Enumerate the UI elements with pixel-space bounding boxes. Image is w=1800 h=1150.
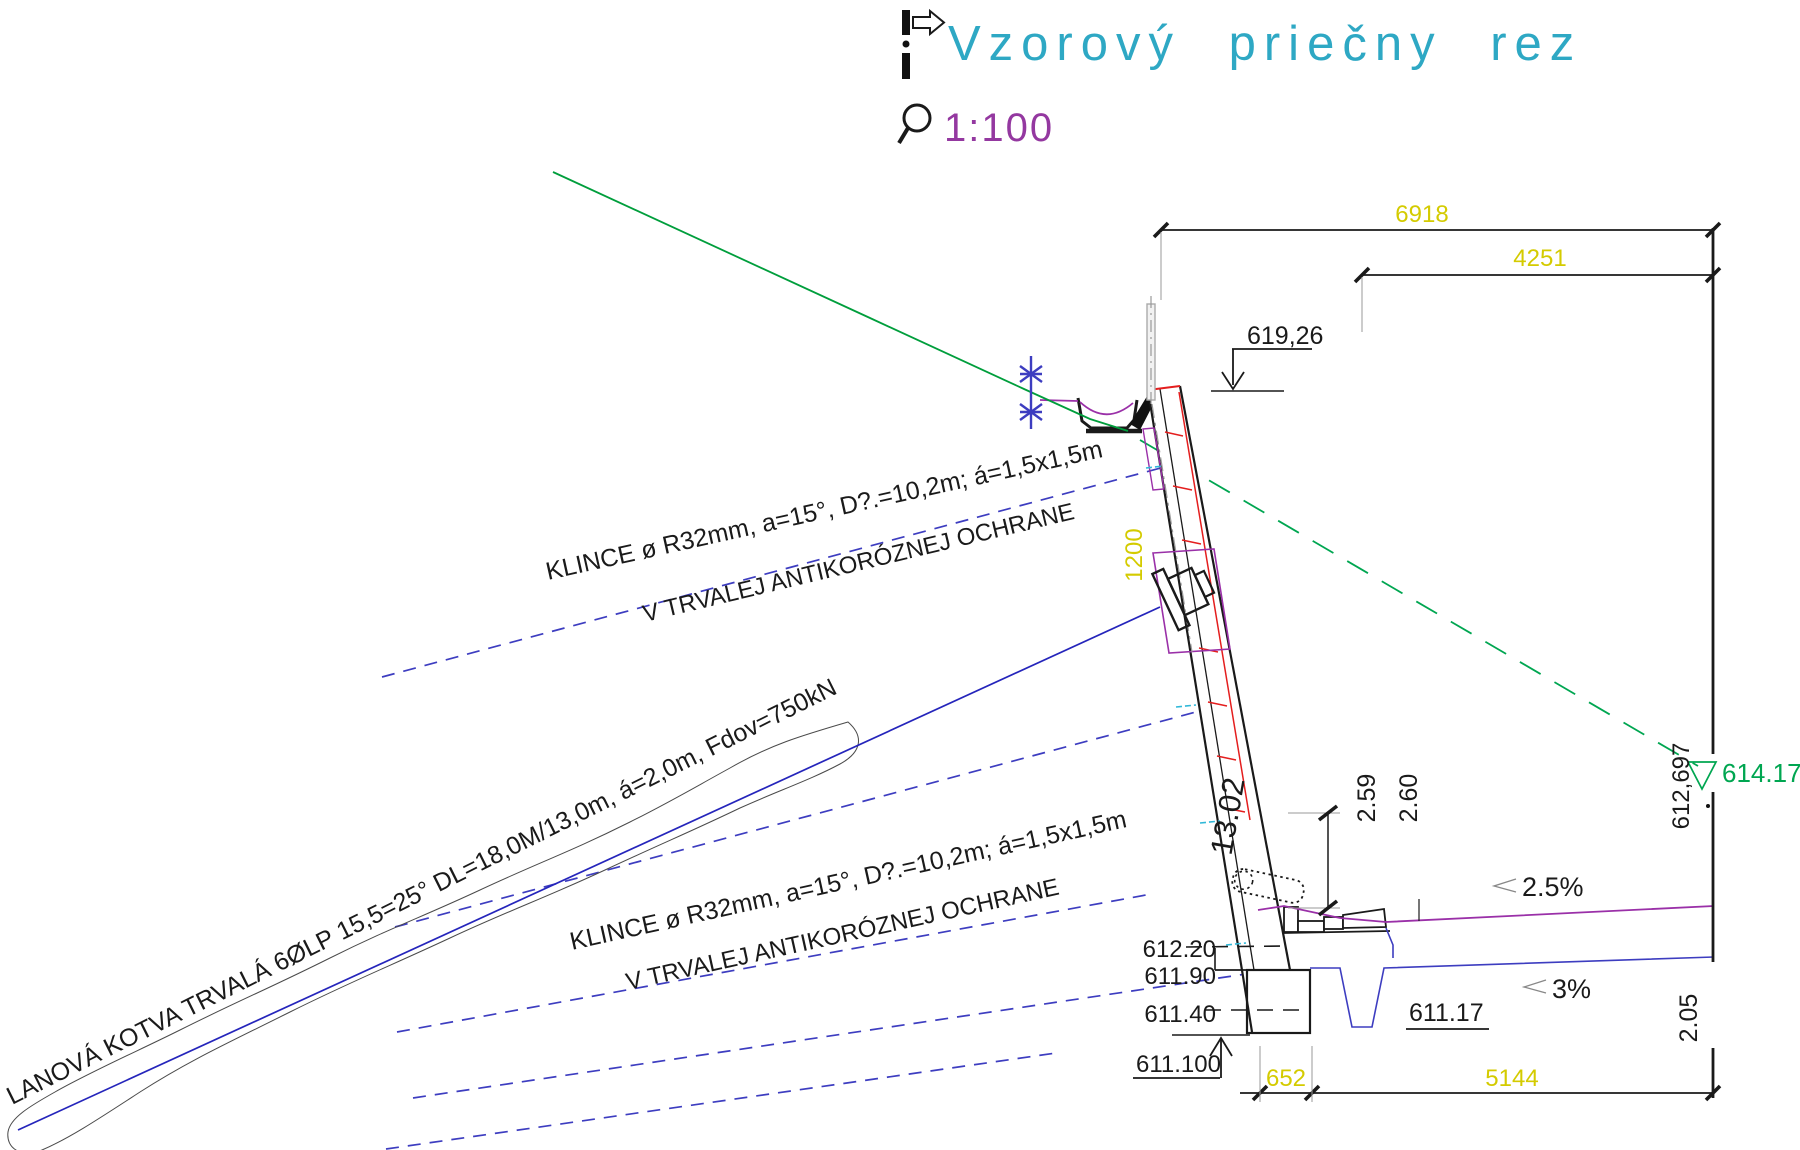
crest-gutter: [1039, 393, 1156, 434]
retaining-wall: [1142, 385, 1292, 1033]
pile-axis-line: [1151, 403, 1193, 653]
road-surface-line: [1257, 905, 1715, 923]
dim-bottom: 652 5144: [1240, 1046, 1722, 1102]
nail-intersection-ticks: [1145, 465, 1247, 946]
nail-row-3: [396, 894, 1147, 1033]
elevation-road-drain-value: 611.17: [1409, 999, 1484, 1027]
dim-right-height-value: 2.05: [1675, 994, 1703, 1043]
elevation-61220: 612.20: [1143, 936, 1216, 963]
projected-terrain-line: [1139, 439, 1699, 767]
dim-road-width-value: 5144: [1485, 1065, 1538, 1092]
slope-road-value: 2.5%: [1522, 872, 1584, 902]
dim-top-total: 6918: [1152, 201, 1722, 300]
scale-label: 1:100: [944, 106, 1054, 150]
dim-height-b-value: 2.60: [1395, 774, 1423, 823]
slope-subgrade-label: 3%: [1521, 974, 1591, 1004]
nail-upper-label-2: V TRVALEJ ANTIKORÓZNEJ OCHRANE: [640, 498, 1077, 628]
anchor-head: [1150, 566, 1216, 632]
elevation-base: 611.100: [1133, 1034, 1250, 1079]
elevation-crest-value: 619,26: [1247, 322, 1323, 350]
slope-subgrade-value: 3%: [1552, 974, 1591, 1004]
foundation: [1185, 945, 1312, 1035]
elevation-road-drain: 611.17: [1406, 999, 1489, 1030]
elevation-61140: 611.40: [1144, 1001, 1216, 1028]
anchor-cable-line: [17, 606, 1161, 1131]
dim-top-total-value: 6918: [1395, 201, 1448, 228]
page-title: Vzorový priečny rez: [948, 17, 1582, 71]
terrain-line: [552, 171, 1129, 432]
nail-row-4: [412, 973, 1247, 1099]
dim-1200-value: 1200: [1121, 528, 1148, 581]
slope-road-label: 2.5%: [1491, 872, 1584, 902]
drain-pipe: [1231, 868, 1305, 904]
header: Vzorový priečny rez 1:100: [897, 8, 1582, 150]
elevation-base-value: 611.100: [1136, 1051, 1221, 1078]
terrain-right-value: 614.17: [1722, 758, 1800, 788]
wall-toe-levels: 612.20 611.90 611.40: [1143, 936, 1216, 1028]
nail-row-1: [381, 465, 1169, 678]
wall-red-hatch: [1164, 391, 1251, 821]
upper-panel-outline: [1142, 427, 1165, 491]
anchor-grout-body: [7, 721, 859, 1150]
elevation-corner-value: 612,697: [1668, 743, 1695, 830]
anchor-label: LANOVÁ KOTVA TRVALÁ 6ØLP 15,5=25° DL=18,…: [2, 672, 841, 1110]
nail-row-5: [385, 1052, 1057, 1150]
wall-face-inner: [1159, 388, 1255, 971]
dim-top-partial-value: 4251: [1513, 245, 1566, 272]
railing-post: [1146, 296, 1156, 404]
section-marker-icon: [902, 8, 946, 79]
wall-body: [1148, 386, 1290, 1032]
dim-top-partial: 4251: [1353, 245, 1722, 332]
dim-heights: 2.59 2.60: [1288, 774, 1423, 917]
fence-symbol: [1019, 356, 1043, 429]
elevation-crest: 619,26: [1211, 322, 1323, 392]
nail-row-2: [394, 708, 1208, 928]
terrain-right-marker: 614.17: [1686, 758, 1800, 808]
anchor-panel-outline: [1152, 548, 1231, 654]
dim-foundation-width-value: 652: [1266, 1065, 1306, 1092]
subgrade-line: [1310, 927, 1715, 1028]
wall-face-outer: [1146, 389, 1254, 1033]
level-61220-line: [1185, 945, 1291, 948]
elevation-61190: 611.90: [1144, 963, 1216, 990]
soil-nails: [381, 465, 1247, 1150]
curb-assembly: [1283, 906, 1391, 934]
dim-height-a-value: 2.59: [1353, 774, 1381, 823]
magnifier-icon: [897, 103, 932, 145]
wall-back-face: [1178, 385, 1292, 971]
